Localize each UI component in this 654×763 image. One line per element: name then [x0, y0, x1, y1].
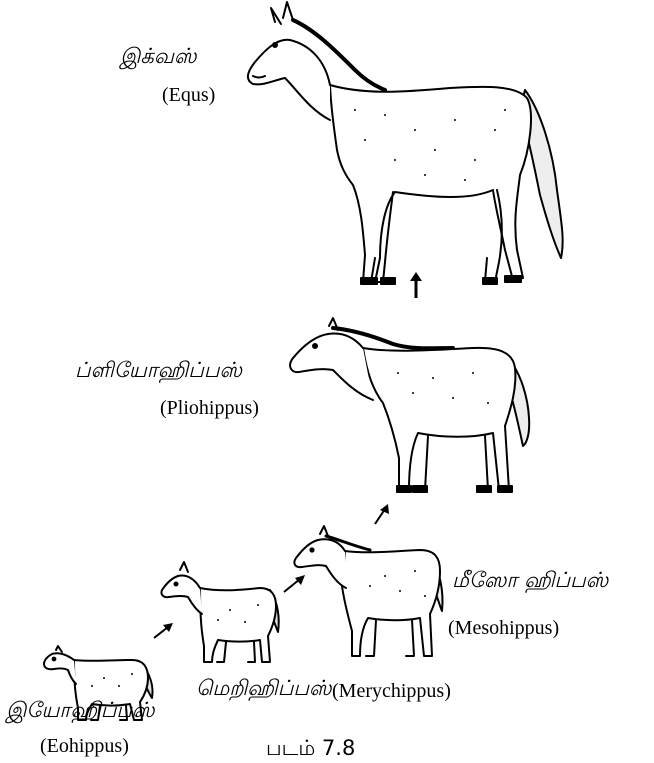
horse-equus-icon: [235, 0, 580, 290]
evolution-arrow-icon-3: [282, 574, 306, 594]
eohippus-english-label: (Eohippus): [40, 735, 129, 758]
horse-pliohippus-icon: [283, 318, 543, 500]
merychippus-tamil-label: மெறிஹிப்பஸ்: [196, 676, 332, 703]
merychippus-english-label: (Merychippus): [332, 680, 451, 703]
evolution-arrow-icon-2: [372, 504, 392, 526]
evolution-arrow-icon-1: [409, 272, 423, 300]
pliohippus-tamil-label: ப்ளியோஹிப்பஸ்: [75, 358, 242, 385]
evolution-arrow-icon-4: [152, 622, 174, 640]
mesohippus-tamil-label: மீஸோ ஹிப்பஸ்: [452, 568, 608, 595]
horse-mesohippus-icon: [290, 526, 450, 666]
eohippus-tamil-label: இயோஹிப்பஸ்: [6, 698, 155, 725]
equus-tamil-label: இக்வஸ்: [120, 44, 197, 71]
figure-caption: படம் 7.8: [266, 736, 355, 763]
horse-merychippus-icon: [160, 560, 285, 670]
equus-english-label: (Equs): [162, 84, 215, 107]
pliohippus-english-label: (Pliohippus): [160, 397, 259, 420]
mesohippus-english-label: (Mesohippus): [448, 617, 559, 640]
